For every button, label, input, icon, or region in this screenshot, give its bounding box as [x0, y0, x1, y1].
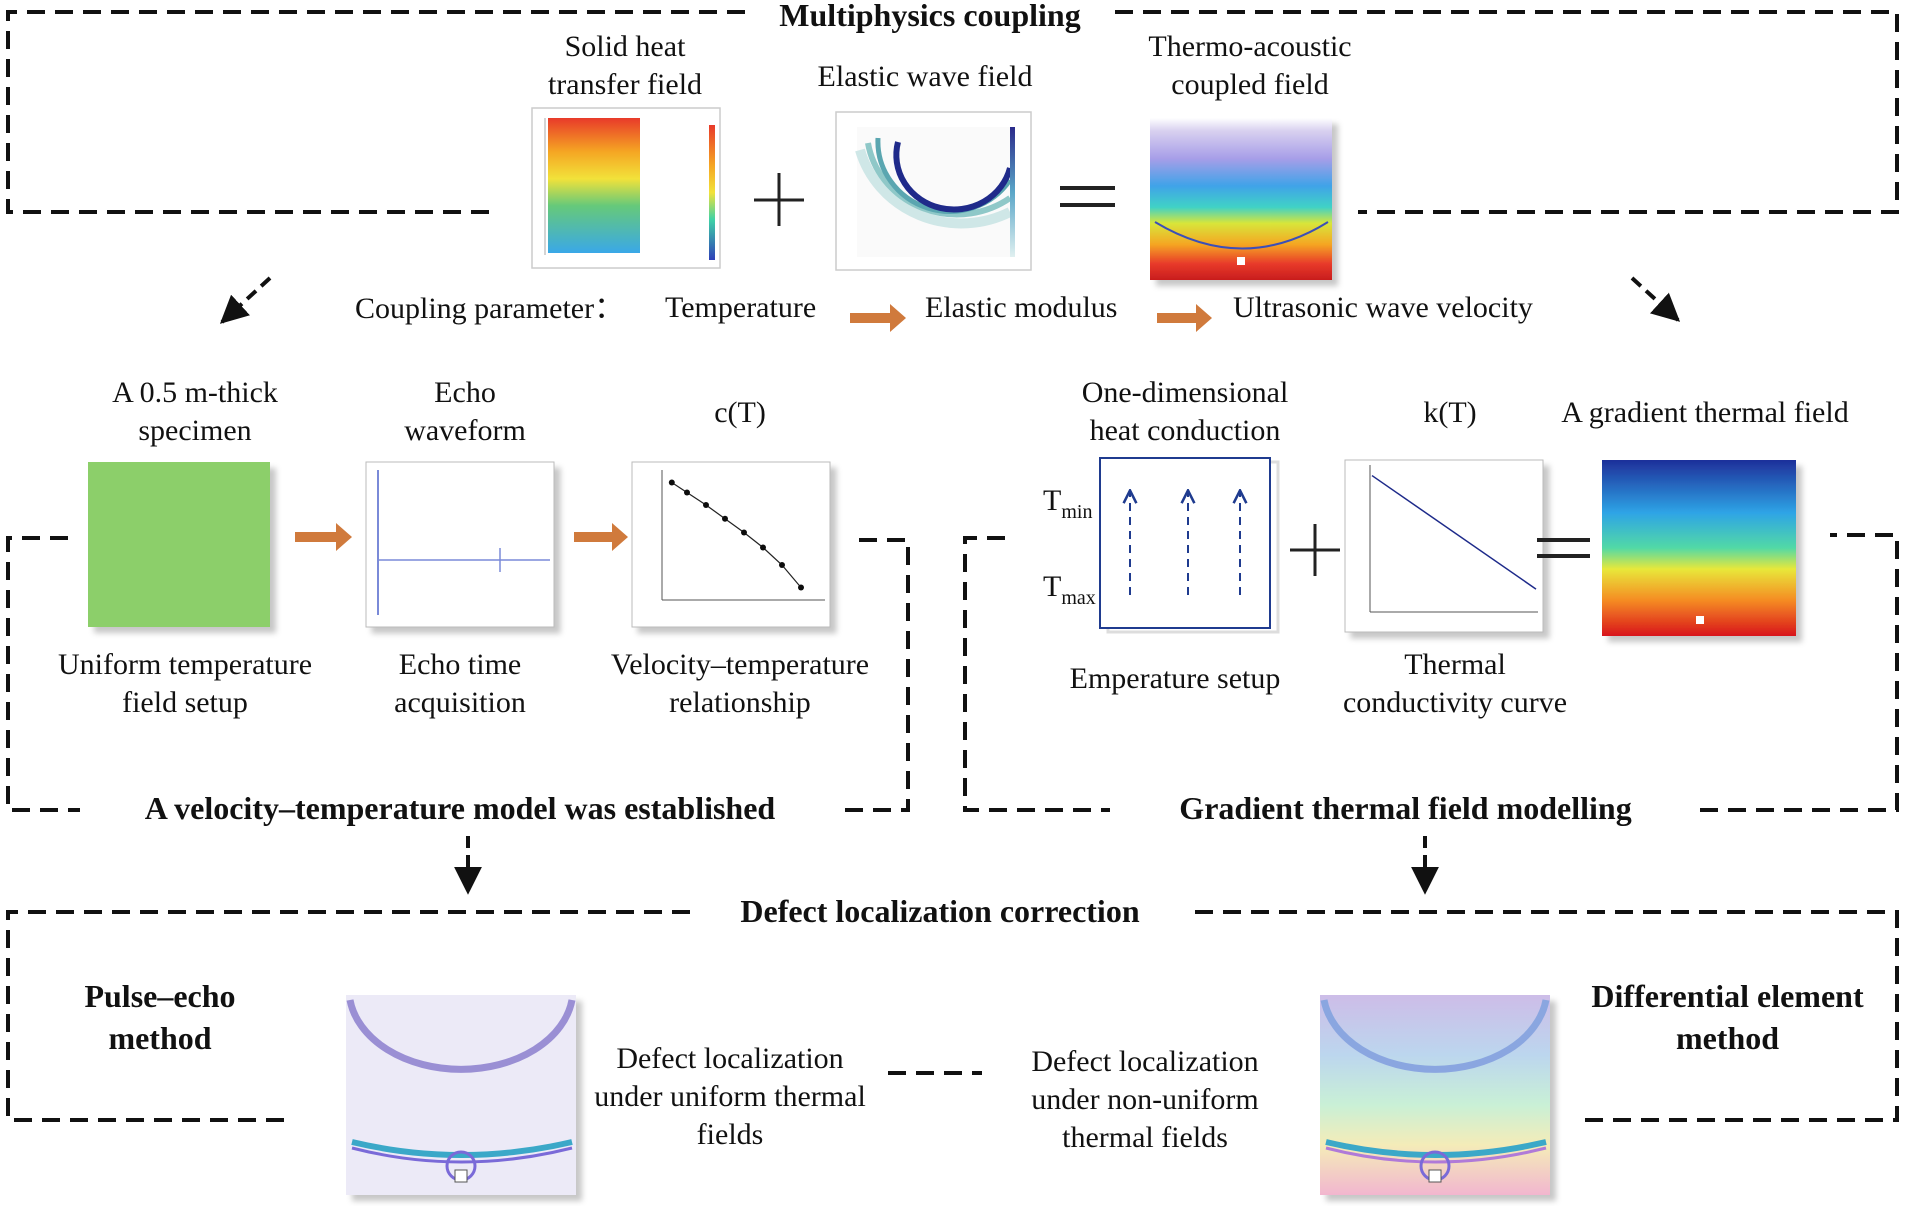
arrow-down-right: [1630, 276, 1681, 322]
dashed-frames: [6, 10, 1899, 1122]
echo-waveform-chart: [365, 461, 555, 628]
label-one-dim-line2: heat conduction: [1089, 414, 1281, 447]
label-tmin: Tmin: [1043, 482, 1092, 531]
kt-chart: [1344, 459, 1544, 633]
label-tmax-sub: max: [1061, 587, 1096, 609]
frame-multiphysics-right: [1115, 10, 1899, 214]
gradient-field-image: [1602, 460, 1796, 636]
label-differential-line2: method: [1675, 1020, 1780, 1056]
label-differential-line1: Differential element: [1591, 978, 1864, 1014]
label-echo-time: Echo time acquisition: [360, 646, 560, 722]
label-uniform-localization-line3: fields: [696, 1118, 764, 1151]
heat-conduction-box: [1099, 457, 1280, 634]
label-specimen-line2: specimen: [138, 414, 252, 447]
label-uniform-localization-line1: Defect localization: [616, 1042, 844, 1075]
heading-velocity-model: A velocity–temperature model was establi…: [144, 790, 776, 826]
heading-gradient-modelling: Gradient thermal field modelling: [1179, 790, 1632, 826]
ct-point-3: [722, 515, 728, 522]
label-conductivity-curve-line2: conductivity curve: [1342, 686, 1568, 719]
label-velocity-relationship: Velocity–temperature relationship: [590, 646, 890, 722]
label-ct: c(T): [714, 396, 766, 429]
label-elastic-wave: Elastic wave field: [817, 60, 1033, 93]
label-nonuniform-localization: Defect localization under non-uniform th…: [1000, 1043, 1290, 1157]
label-thermo-acoustic: Thermo-acoustic coupled field: [1130, 28, 1370, 104]
label-nonuniform-localization-line1: Defect localization: [1031, 1045, 1259, 1078]
label-differential: Differential element method: [1560, 975, 1895, 1059]
ct-point-0: [668, 479, 675, 486]
label-uniform-localization: Defect localization under uniform therma…: [580, 1040, 880, 1154]
label-tmax: Tmax: [1043, 568, 1096, 617]
label-pulse-echo: Pulse–echo method: [45, 975, 275, 1059]
label-gradient-field: A gradient thermal field: [1561, 396, 1849, 429]
label-echo-waveform-line2: waveform: [404, 414, 526, 447]
arrow-down-left: [219, 276, 272, 324]
ct-data-points: [668, 479, 804, 591]
label-conductivity-curve: Thermal conductivity curve: [1320, 646, 1590, 722]
equals-sign-right: [1537, 538, 1590, 558]
heading-defect-correction: Defect localization correction: [740, 893, 1140, 929]
orange-arrows-left: [295, 523, 628, 551]
ct-point-2: [703, 502, 709, 508]
label-tmax-main: T: [1043, 570, 1062, 603]
plus-sign-top: [754, 173, 804, 226]
label-chain-temperature: Temperature: [665, 291, 817, 324]
ct-point-4: [741, 529, 747, 536]
label-thermo-acoustic-line2: coupled field: [1171, 68, 1329, 101]
label-velocity-relationship-line2: relationship: [669, 686, 811, 719]
label-temperature-setup: Emperature setup: [1069, 662, 1281, 695]
label-echo-waveform-line1: Echo: [434, 376, 496, 409]
specimen-block: [88, 462, 270, 627]
frame-multiphysics-left: [6, 10, 745, 214]
frame-velocity-model: [6, 536, 910, 812]
label-uniform-setup-line1: Uniform temperature: [57, 648, 313, 681]
label-solid-heat-line2: transfer field: [547, 68, 703, 101]
label-uniform-setup-line2: field setup: [122, 686, 248, 719]
label-specimen-line1: A 0.5 m-thick: [112, 376, 278, 409]
label-conductivity-curve-line1: Thermal: [1404, 648, 1506, 681]
dashed-arrows: [219, 276, 1681, 895]
uniform-localization-image: [346, 995, 576, 1195]
frame-defect-correction: [6, 910, 1899, 1122]
plus-sign-right: [1290, 524, 1340, 576]
label-one-dim-line1: One-dimensional: [1081, 376, 1289, 409]
equals-sign-top: [1060, 186, 1115, 207]
label-tmin-sub: min: [1061, 501, 1093, 523]
label-chain-elastic-modulus: Elastic modulus: [925, 291, 1118, 324]
label-pulse-echo-line2: method: [108, 1020, 212, 1056]
heading-multiphysics: Multiphysics coupling: [779, 0, 1081, 33]
solid-heat-image: [531, 107, 721, 269]
label-echo-time-line1: Echo time: [398, 648, 522, 681]
label-specimen: A 0.5 m-thick specimen: [80, 374, 310, 450]
label-one-dim: One-dimensional heat conduction: [1055, 374, 1315, 450]
label-echo-waveform: Echo waveform: [370, 374, 560, 450]
nonuniform-localization-image: [1320, 995, 1550, 1195]
label-coupling-parameter: Coupling parameter：: [355, 292, 625, 325]
label-echo-time-line2: acquisition: [394, 686, 526, 719]
label-tmin-main: T: [1043, 484, 1062, 517]
label-nonuniform-localization-line2: under non-uniform: [1031, 1083, 1259, 1116]
label-solid-heat-line1: Solid heat: [564, 30, 686, 63]
label-solid-heat: Solid heat transfer field: [520, 28, 730, 104]
label-pulse-echo-line1: Pulse–echo: [84, 978, 236, 1014]
label-nonuniform-localization-line3: thermal fields: [1062, 1121, 1228, 1154]
label-chain-wave-velocity: Ultrasonic wave velocity: [1233, 291, 1533, 324]
ct-chart: [631, 461, 831, 628]
thermo-acoustic-image: [1150, 118, 1332, 280]
label-velocity-relationship-line1: Velocity–temperature: [610, 648, 870, 681]
label-thermo-acoustic-line1: Thermo-acoustic: [1148, 30, 1352, 63]
elastic-wave-image: [835, 111, 1032, 271]
frame-gradient-modelling: [963, 533, 1899, 812]
label-uniform-setup: Uniform temperature field setup: [40, 646, 330, 722]
ct-point-7: [798, 584, 804, 591]
ct-point-6: [779, 562, 785, 568]
ct-point-5: [760, 544, 766, 551]
label-uniform-localization-line2: under uniform thermal: [594, 1080, 866, 1113]
label-kt: k(T): [1423, 396, 1477, 429]
ct-point-1: [684, 489, 690, 496]
orange-arrows-top: [850, 304, 1212, 332]
